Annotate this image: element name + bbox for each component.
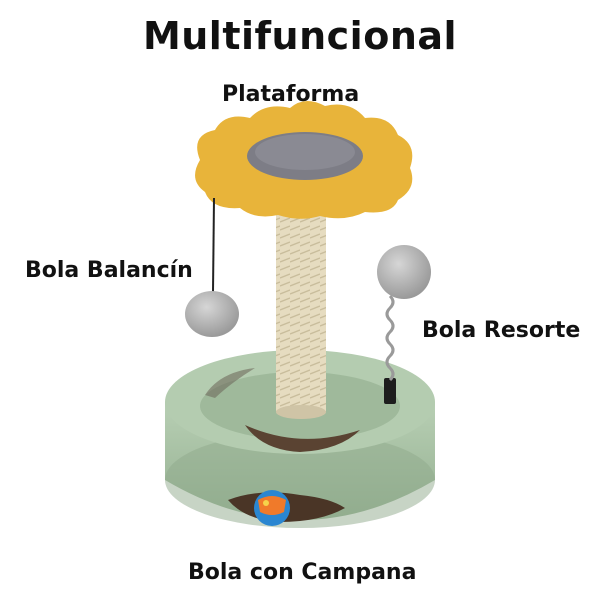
hanging-ball bbox=[185, 197, 239, 337]
label-plataforma: Plataforma bbox=[222, 82, 360, 107]
page-title: Multifuncional bbox=[142, 14, 458, 58]
bell-ball bbox=[254, 490, 290, 526]
label-bola-resorte: Bola Resorte bbox=[422, 318, 581, 343]
label-bola-con-campana: Bola con Campana bbox=[188, 560, 417, 585]
label-bola-balancin: Bola Balancín bbox=[25, 258, 193, 283]
spring-ball bbox=[377, 245, 431, 404]
sisal-post bbox=[276, 212, 326, 419]
platform bbox=[195, 100, 413, 219]
